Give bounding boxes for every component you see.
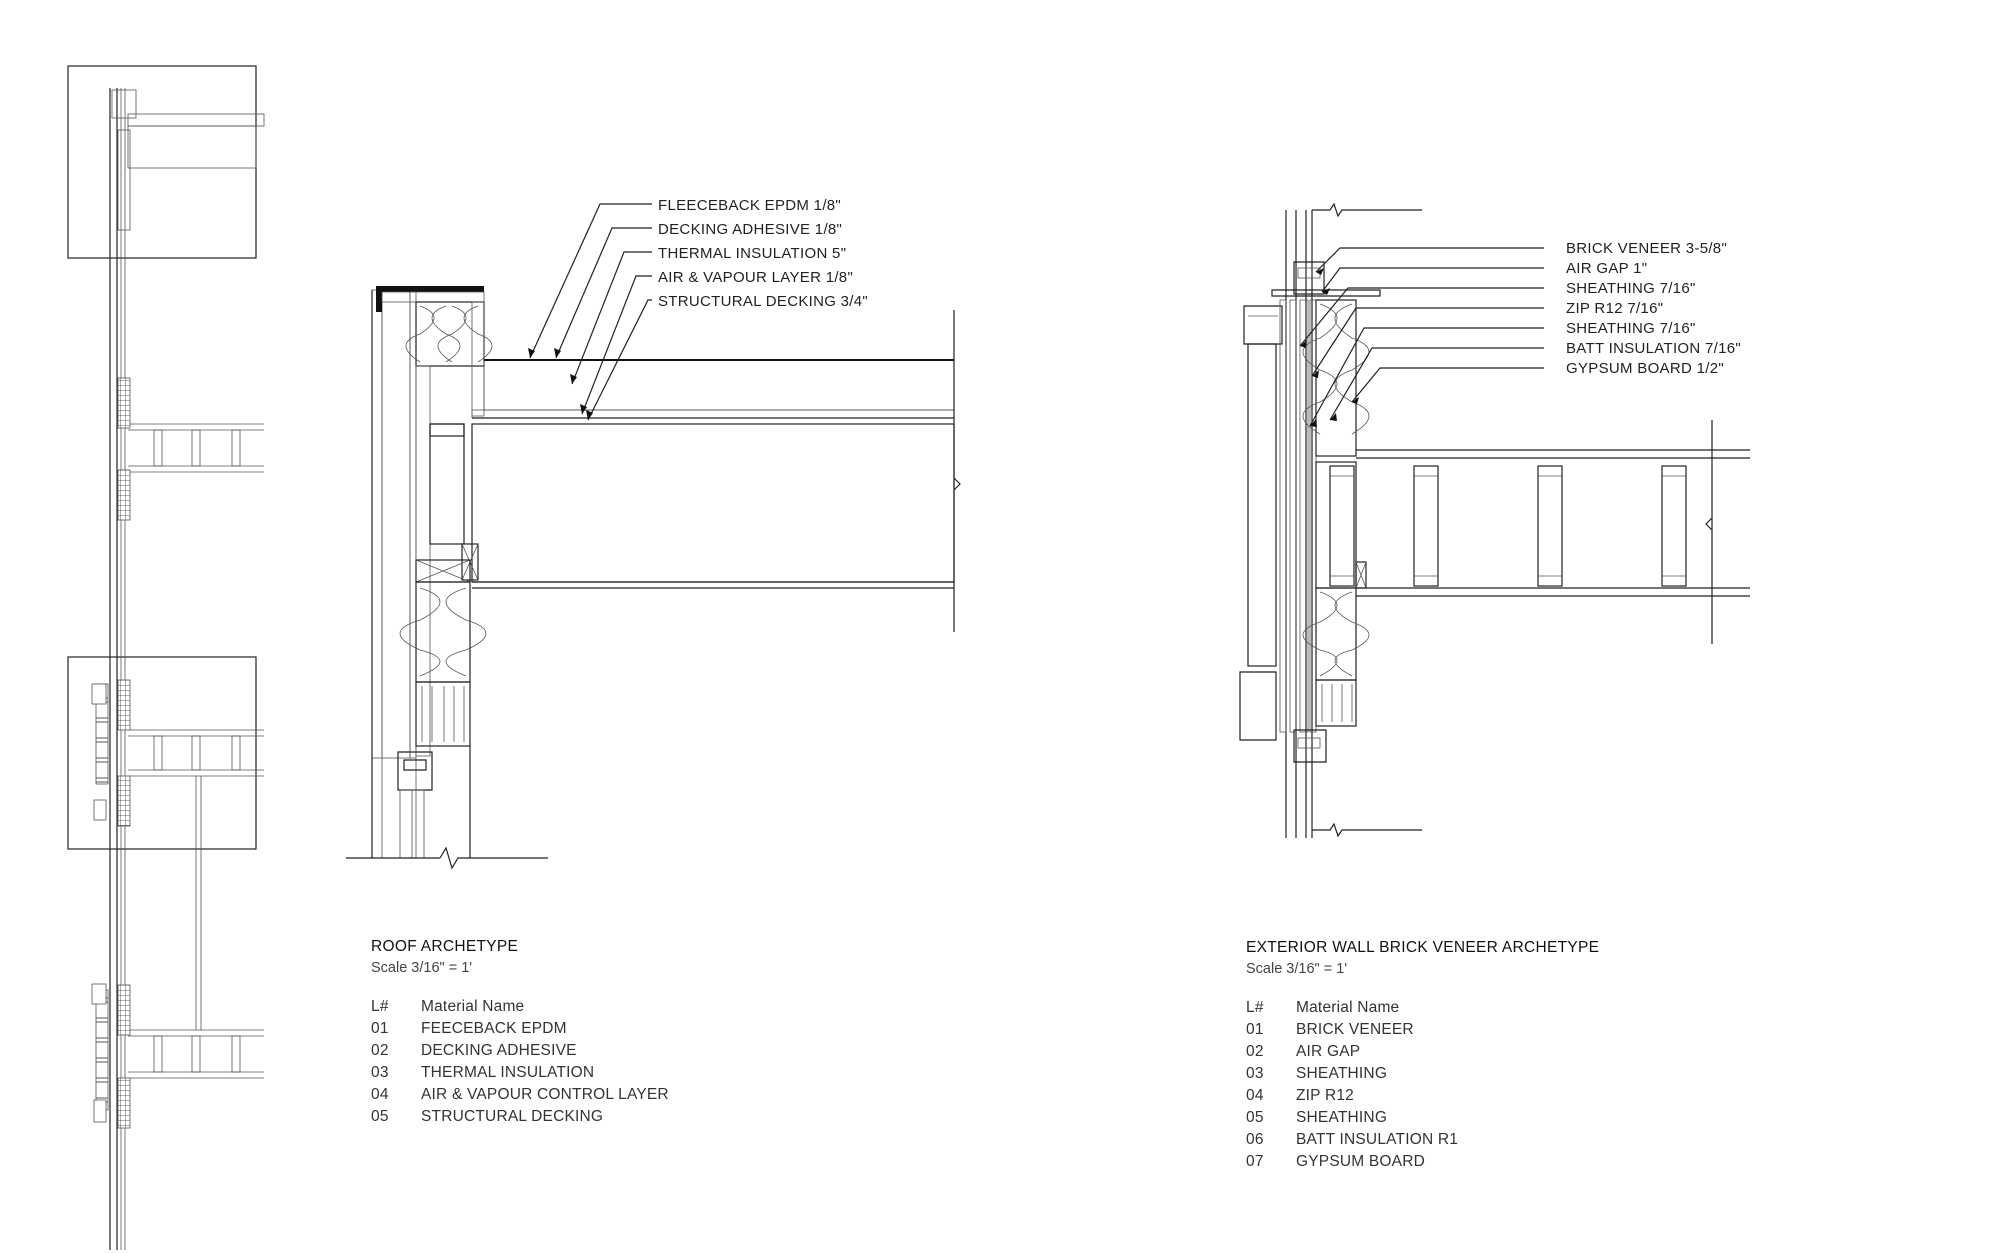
roof-detail-frame [67, 65, 257, 259]
wall-callout-3: SHEATHING 7/16" [1566, 280, 1696, 297]
wall-callouts: BRICK VENEER 3-5/8" AIR GAP 1" SHEATHING… [1566, 240, 1741, 377]
roof-callout-3: THERMAL INSULATION 5" [658, 245, 846, 262]
table-row: FEECEBACK EPDM [421, 1020, 567, 1037]
roof-table-col-num: L# [371, 998, 389, 1015]
table-row: 01 [371, 1020, 389, 1037]
table-row: 06 [1246, 1131, 1264, 1148]
roof-callout-5: STRUCTURAL DECKING 3/4" [658, 293, 868, 310]
table-row: 01 [1246, 1021, 1264, 1038]
wall-material-table: L# Material Name 01 BRICK VENEER 02 AIR … [1246, 999, 1458, 1170]
table-row: 03 [371, 1064, 389, 1081]
table-row: BATT INSULATION R1 [1296, 1131, 1458, 1148]
wall-detail [1239, 202, 1750, 838]
table-row: 04 [371, 1086, 389, 1103]
roof-callout-4: AIR & VAPOUR LAYER 1/8" [658, 269, 853, 286]
table-row: 04 [1246, 1087, 1264, 1104]
wall-table-col-name: Material Name [1296, 999, 1399, 1016]
wall-callout-6: BATT INSULATION 7/16" [1566, 340, 1741, 357]
table-row: BRICK VENEER [1296, 1021, 1414, 1038]
wall-callout-7: GYPSUM BOARD 1/2" [1566, 360, 1724, 377]
roof-callouts: FLEECEBACK EPDM 1/8" DECKING ADHESIVE 1/… [658, 197, 868, 310]
table-row: DECKING ADHESIVE [421, 1042, 577, 1059]
wall-callout-5: SHEATHING 7/16" [1566, 320, 1696, 337]
wall-callout-2: AIR GAP 1" [1566, 260, 1647, 277]
table-row: SHEATHING [1296, 1109, 1387, 1126]
wall-detail-frame [67, 656, 257, 850]
building-section-strip [67, 65, 265, 1250]
wall-callout-4: ZIP R12 7/16" [1566, 300, 1663, 317]
roof-table-col-name: Material Name [421, 998, 524, 1015]
roof-scale: Scale 3/16" = 1' [371, 960, 472, 976]
roof-title: ROOF ARCHETYPE [371, 938, 518, 955]
roof-material-table: L# Material Name 01 FEECEBACK EPDM 02 DE… [371, 998, 669, 1125]
table-row: AIR & VAPOUR CONTROL LAYER [421, 1086, 669, 1103]
table-row: 02 [1246, 1043, 1264, 1060]
roof-detail [346, 203, 961, 870]
table-row: STRUCTURAL DECKING [421, 1108, 603, 1125]
wall-title: EXTERIOR WALL BRICK VENEER ARCHETYPE [1246, 939, 1599, 956]
table-row: GYPSUM BOARD [1296, 1153, 1425, 1170]
roof-callout-2: DECKING ADHESIVE 1/8" [658, 221, 842, 238]
table-row: 05 [1246, 1109, 1264, 1126]
wall-scale: Scale 3/16" = 1' [1246, 961, 1347, 977]
table-row: 03 [1246, 1065, 1264, 1082]
wall-callout-1: BRICK VENEER 3-5/8" [1566, 240, 1727, 257]
roof-callout-1: FLEECEBACK EPDM 1/8" [658, 197, 841, 214]
table-row: SHEATHING [1296, 1065, 1387, 1082]
table-row: 02 [371, 1042, 389, 1059]
table-row: THERMAL INSULATION [421, 1064, 594, 1081]
table-row: 05 [371, 1108, 389, 1125]
table-row: AIR GAP [1296, 1043, 1360, 1060]
table-row: ZIP R12 [1296, 1087, 1354, 1104]
table-row: 07 [1246, 1153, 1264, 1170]
wall-table-col-num: L# [1246, 999, 1264, 1016]
